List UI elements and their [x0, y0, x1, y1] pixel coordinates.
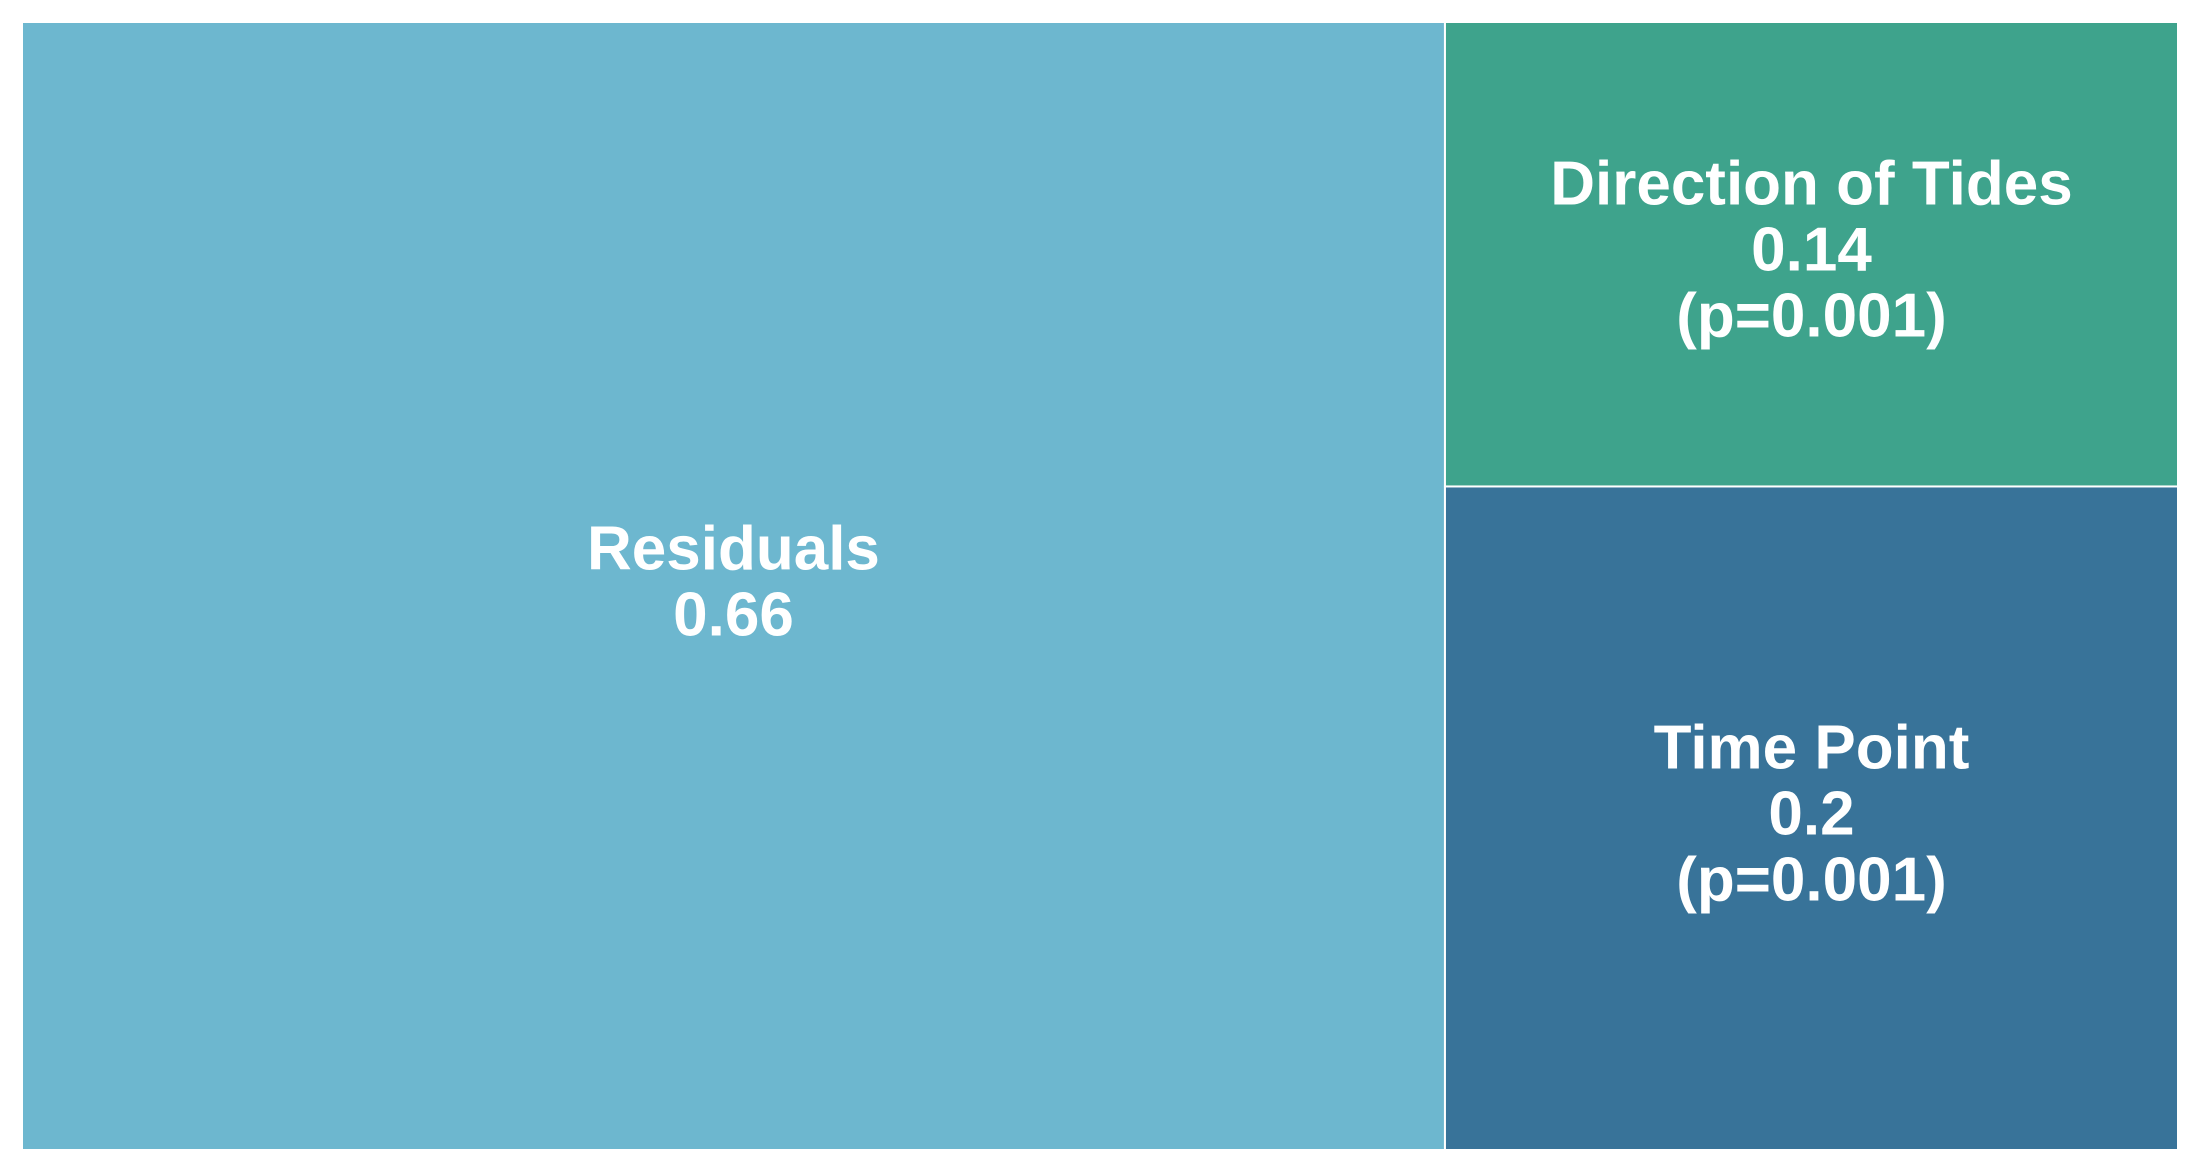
tile-value-label-direction-of-tides: 0.14: [1751, 216, 1872, 285]
treemap-tile-time-point: [1443, 485, 2179, 1151]
tile-name-label-time-point: Time Point: [1654, 714, 1970, 783]
tile-name-label-direction-of-tides: Direction of Tides: [1550, 150, 2073, 219]
tile-p-value-label-time-point: (p=0.001): [1676, 846, 1947, 915]
treemap-tile-residuals: [21, 21, 1446, 1151]
tile-value-label-time-point: 0.2: [1768, 780, 1854, 849]
treemap-tile-direction-of-tides: [1443, 21, 2179, 488]
tile-p-value-label-direction-of-tides: (p=0.001): [1676, 282, 1947, 351]
tile-name-label-residuals: Residuals: [587, 514, 880, 583]
tile-value-label-residuals: 0.66: [673, 580, 794, 649]
